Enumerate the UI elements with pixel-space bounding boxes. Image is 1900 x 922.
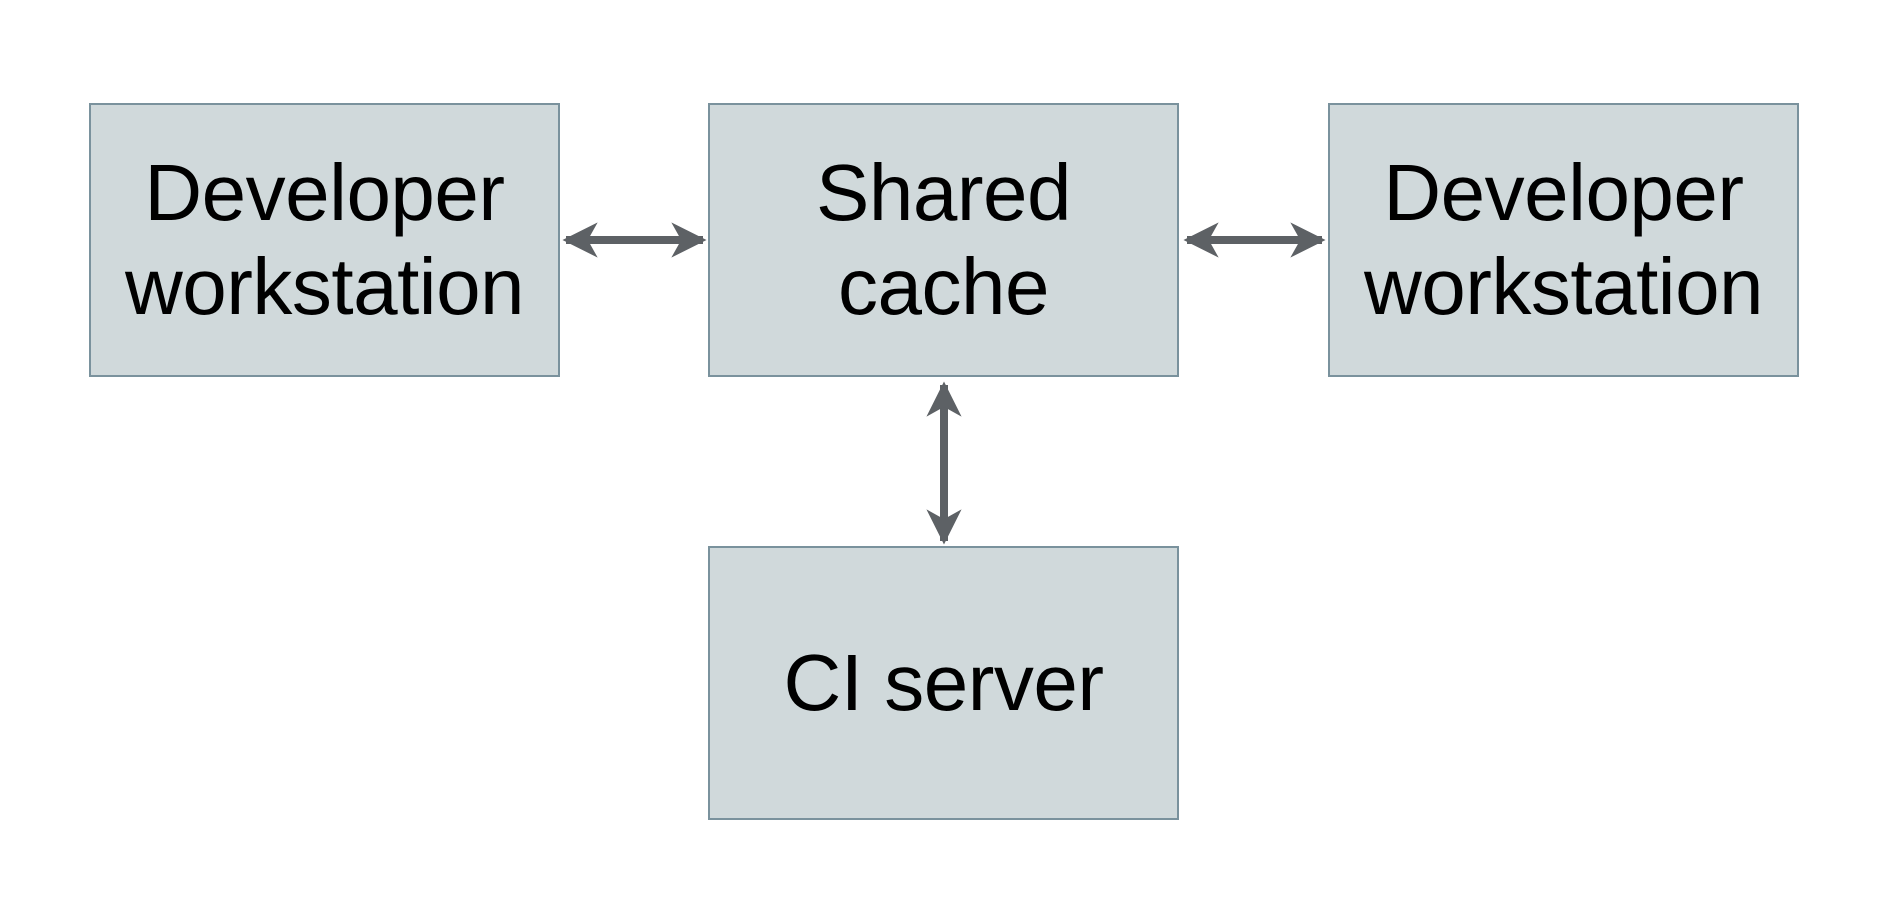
node-developer-workstation-right: Developer workstation: [1328, 103, 1799, 377]
node-label: CI server: [783, 638, 1105, 728]
node-ci-server: CI server: [708, 546, 1179, 820]
node-shared-cache: Shared cache: [708, 103, 1179, 377]
node-label: Developer workstation: [124, 148, 525, 331]
node-developer-workstation-left: Developer workstation: [89, 103, 560, 377]
node-label: Developer workstation: [1363, 148, 1764, 331]
node-label: Shared cache: [816, 148, 1071, 331]
